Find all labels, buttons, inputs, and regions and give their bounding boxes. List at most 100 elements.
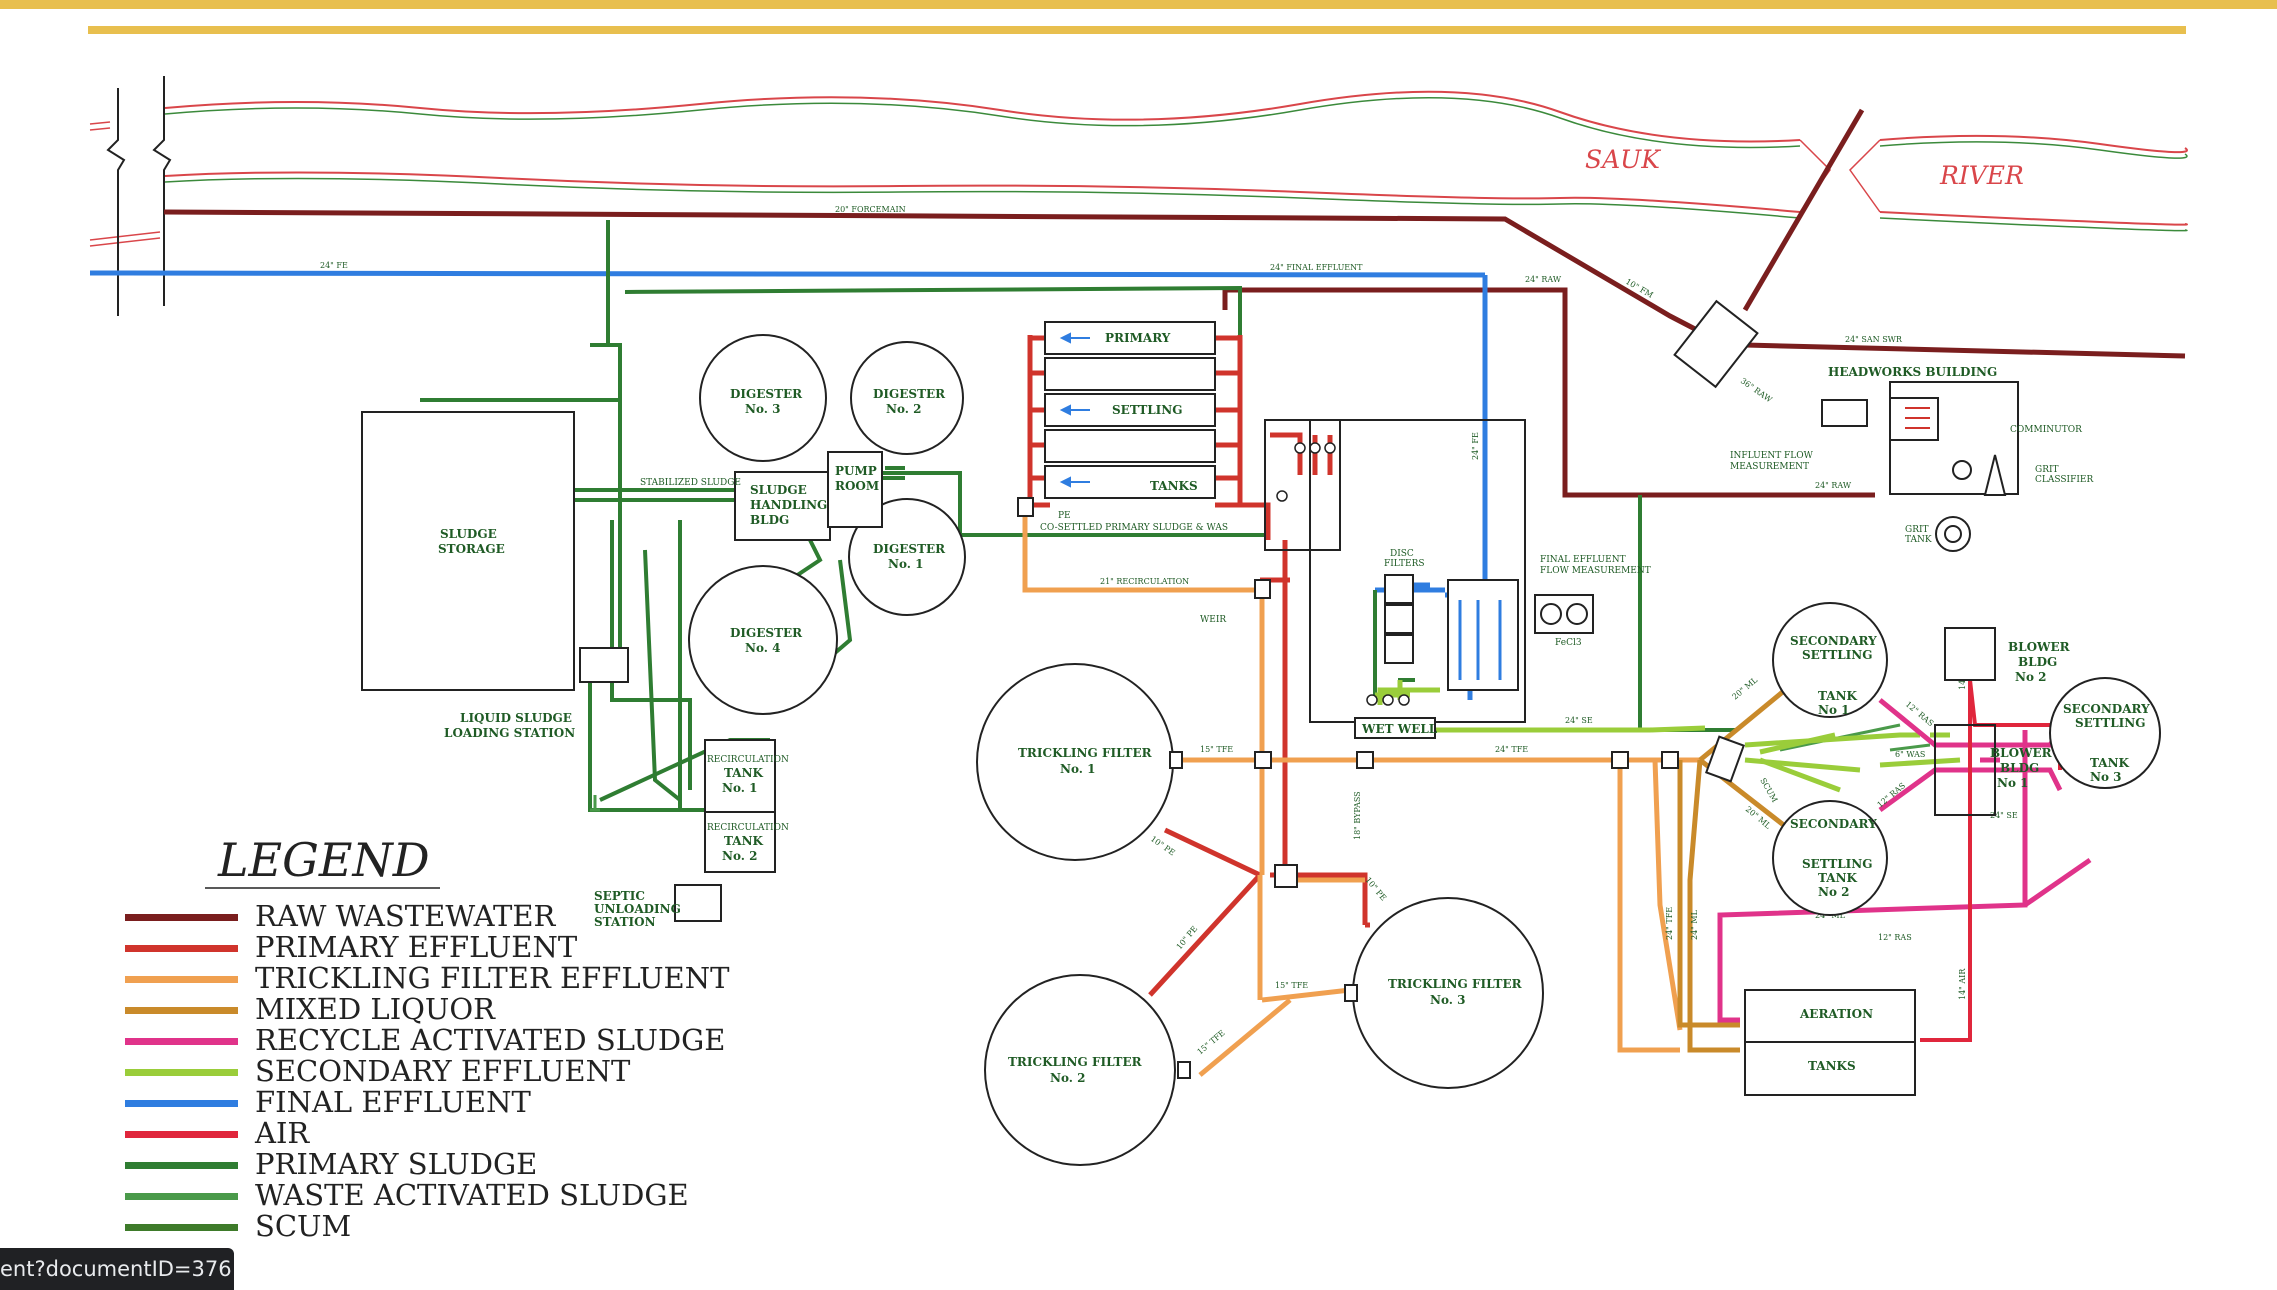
- label-tfe24b: 24" TFE: [1665, 907, 1674, 940]
- tf2-label-1: TRICKLING FILTER: [1008, 1055, 1143, 1069]
- pump-room-label-2: ROOM: [835, 479, 879, 493]
- recirc-1-label-2: TANK: [724, 766, 764, 780]
- recirc-1-label-3: No. 1: [722, 781, 757, 795]
- tf1-label-2: No. 1: [1060, 762, 1095, 776]
- label-final-eff24: 24" FINAL EFFLUENT: [1270, 263, 1363, 272]
- sludge-storage-label-2: STORAGE: [438, 542, 505, 556]
- tf2-label-2: No. 2: [1050, 1071, 1085, 1085]
- label-tfe15a: 15" TFE: [1200, 745, 1233, 754]
- weir-box: [1254, 579, 1271, 599]
- digester-3: [699, 334, 827, 462]
- comminutor-label: COMMINUTOR: [2010, 425, 2082, 435]
- pump-room: [827, 451, 883, 528]
- ss2-label-4: No 2: [1818, 885, 1850, 899]
- primary-label-2: SETTLING: [1112, 403, 1183, 417]
- aeration-label-2: TANKS: [1808, 1059, 1856, 1073]
- grit-tank-label-1: GRIT: [1905, 525, 1929, 535]
- label-tfe15b: 15" TFE: [1275, 981, 1308, 990]
- legend-swatch: [125, 1069, 238, 1076]
- top-accent-bar: [0, 0, 2277, 9]
- sludge-handling-label-1: SLUDGE: [750, 483, 807, 497]
- digester-2: [850, 341, 964, 455]
- label-se24b: 24" SE: [1990, 811, 2018, 820]
- ss2-label-3: TANK: [1818, 871, 1858, 885]
- final-eff-flow-label-2: FLOW MEASUREMENT: [1540, 566, 1651, 576]
- label-raw24: 24" RAW: [1525, 275, 1562, 284]
- label-was6: 6" WAS: [1895, 750, 1925, 759]
- recirc-1-label-1: RECIRCULATION: [707, 755, 789, 765]
- ss1-label-3: TANK: [1818, 689, 1858, 703]
- blower-bldg-2: [1944, 627, 1996, 681]
- pe-box: [1017, 497, 1034, 517]
- headworks-internals: [1821, 397, 2007, 552]
- legend-item-label: TRICKLING FILTER EFFLUENT: [255, 961, 730, 995]
- legend-item-label: MIXED LIQUOR: [255, 992, 496, 1026]
- septic-label-1: SEPTIC: [594, 889, 645, 903]
- liquid-sludge-box: [579, 647, 629, 683]
- label-recirc21: 21" RECIRCULATION: [1100, 577, 1189, 586]
- recirc-2-label-3: No. 2: [722, 849, 757, 863]
- legend-swatch: [125, 1162, 238, 1169]
- legend-title: LEGEND: [217, 833, 430, 887]
- liquid-sludge-label-2: LOADING STATION: [444, 726, 575, 740]
- sludge-handling-label-2: HANDLING: [750, 498, 827, 512]
- label-se24: 24" SE: [1565, 716, 1593, 725]
- digester-2-label-1: DIGESTER: [873, 387, 946, 401]
- label-tfe15c: 15" TFE: [1196, 1028, 1227, 1056]
- wet-well-label: WET WELL: [1361, 722, 1438, 736]
- septic-unloading-box: [674, 884, 722, 922]
- blower-2-label-3: No 2: [2015, 670, 2047, 684]
- legend-swatch: [125, 1007, 238, 1014]
- primary-label-1: PRIMARY: [1105, 331, 1171, 345]
- uv-lines: [1458, 600, 1502, 680]
- label-scum: SCUM: [1758, 777, 1779, 804]
- legend-item-label: RECYCLE ACTIVATED SLUDGE: [255, 1023, 725, 1057]
- legend-item-label: AIR: [254, 1116, 310, 1150]
- secondary-settling-tank-2: [1772, 800, 1888, 916]
- digester-3-label-1: DIGESTER: [730, 387, 803, 401]
- sludge-handling-bldg: [734, 471, 831, 541]
- gallery-building: [1264, 419, 1341, 551]
- tf3-label-2: No. 3: [1430, 993, 1465, 1007]
- blower-1-label-1: BLOWER: [1990, 746, 2053, 760]
- label-tfe24: 24" TFE: [1495, 745, 1528, 754]
- secondary-effluent-lines: [1375, 680, 1961, 793]
- disc-filters-label-1: DISC: [1390, 549, 1414, 559]
- junction-boxes: [1169, 751, 1679, 1079]
- legend-swatch: [125, 1100, 238, 1107]
- ss1-label-1: SECONDARY: [1790, 634, 1877, 648]
- gallery-pump-4: [1276, 490, 1288, 502]
- primary-label-3: TANKS: [1150, 479, 1198, 493]
- influent-flow-label-1: INFLUENT FLOW: [1730, 451, 1814, 461]
- sludge-handling-label-3: BLDG: [750, 513, 789, 527]
- ss3-label-1: SECONDARY: [2063, 702, 2150, 716]
- grit-tank-label-2: TANK: [1905, 535, 1932, 545]
- legend-swatch: [125, 945, 238, 952]
- digester-3-label-2: No. 3: [745, 402, 780, 416]
- legend-swatch: [125, 914, 238, 921]
- disc-filters-label-2: FILTERS: [1384, 559, 1425, 569]
- label-air14b: 14" AIR: [1958, 968, 1967, 1000]
- label-weir: WEIR: [1200, 615, 1226, 625]
- label-san-swr: 24" SAN SWR: [1845, 335, 1903, 344]
- tf1-label-1: TRICKLING FILTER: [1018, 746, 1153, 760]
- secondary-settling-tank-1: [1772, 602, 1888, 718]
- river: [89, 90, 2188, 247]
- pump-room-label-1: PUMP: [835, 464, 877, 478]
- ss3-label-3: TANK: [2090, 756, 2130, 770]
- legend-swatch: [125, 976, 238, 983]
- fecl3-tanks: [1534, 594, 1594, 634]
- blower-1-label-3: No 1: [1997, 776, 2029, 790]
- primary-tank-arrows: [1059, 332, 1090, 488]
- ss3-label-2: SETTLING: [2075, 716, 2146, 730]
- legend-item-label: SCUM: [255, 1209, 351, 1243]
- fecl3-label: FeCl3: [1555, 638, 1582, 648]
- wet-well: [1354, 717, 1436, 739]
- header-rule: [88, 26, 2186, 34]
- label-fe24-v: 24" FE: [1471, 432, 1480, 460]
- diversion-structure: [1673, 299, 1759, 389]
- digester-4-label-2: No. 4: [745, 641, 780, 655]
- recirc-2-label-2: TANK: [724, 834, 764, 848]
